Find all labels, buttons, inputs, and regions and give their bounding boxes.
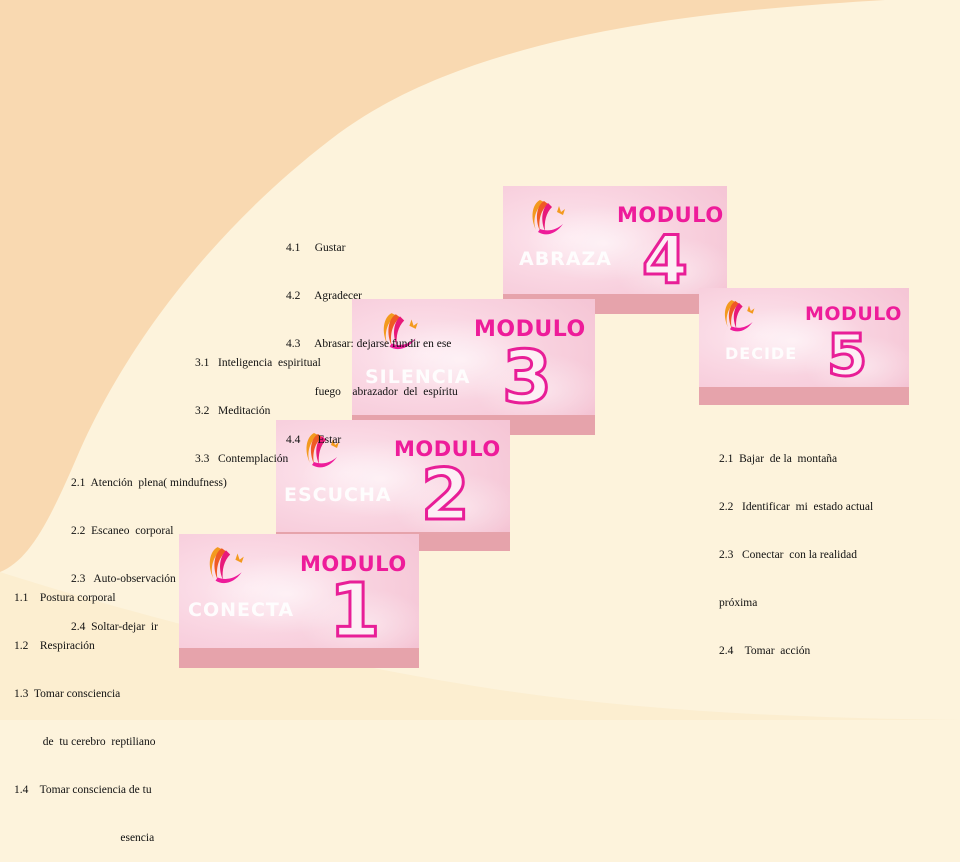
woman-flame-logo-icon bbox=[209, 547, 244, 584]
module-heading: MODULO bbox=[805, 303, 902, 325]
module-word: CONECTA bbox=[188, 599, 295, 621]
module-heading: MODULO bbox=[474, 317, 586, 342]
list-item: 1.3 Tomar consciencia bbox=[14, 688, 121, 700]
module-number: 3 bbox=[500, 335, 553, 419]
module-heading: MODULO bbox=[300, 552, 407, 576]
list-item: 3.2 Meditación bbox=[195, 405, 271, 417]
module-heading: MODULO bbox=[394, 437, 501, 461]
module-number: 5 bbox=[825, 321, 868, 389]
list-item: 3.1 Inteligencia espiritual bbox=[195, 357, 321, 369]
module-card-4[interactable]: MODULO ABRAZA 4 bbox=[503, 186, 727, 314]
woman-flame-logo-icon bbox=[383, 313, 418, 350]
module-1-items: 1.1 Postura corporal 1.2 Respiración 1.3… bbox=[14, 558, 155, 862]
module-word: DECIDE bbox=[725, 344, 798, 363]
module-number: 1 bbox=[328, 568, 382, 654]
list-item: 3.3 Contemplación bbox=[195, 453, 289, 465]
list-item: esencia bbox=[14, 832, 155, 844]
list-item: 4.1 Gustar bbox=[286, 242, 346, 254]
module-word: SILENCIA bbox=[365, 366, 471, 388]
module-5-items: 2.1 Bajar de la montaña 2.2 Identificar … bbox=[719, 419, 873, 675]
woman-flame-logo-icon bbox=[724, 300, 755, 332]
list-item: 4.4 Estar bbox=[286, 434, 342, 446]
list-item: 2.4 Tomar acción bbox=[719, 645, 811, 657]
woman-flame-logo-icon bbox=[306, 433, 339, 468]
module-number: 4 bbox=[641, 222, 690, 299]
list-item: 1.2 Respiración bbox=[14, 640, 95, 652]
module-number: 2 bbox=[420, 454, 472, 536]
module-heading: MODULO bbox=[617, 203, 724, 227]
list-item: 2.3 Auto-observación bbox=[71, 573, 176, 585]
module-card-5[interactable]: MODULO DECIDE 5 bbox=[699, 288, 909, 405]
list-item: 4.2 Agradecer bbox=[286, 290, 362, 302]
module-4-items: 4.1 Gustar 4.2 Agradecer 4.3 Abrasar: de… bbox=[286, 208, 458, 464]
list-item: 4.3 Abrasar: dejarse fundir en ese bbox=[286, 338, 452, 350]
list-item: 2.3 Conectar con la realidad bbox=[719, 549, 857, 561]
list-item: 1.4 Tomar consciencia de tu bbox=[14, 784, 152, 796]
list-item: 1.1 Postura corporal bbox=[14, 592, 116, 604]
list-item: fuego abrazador del espíritu bbox=[286, 386, 458, 398]
module-word: ABRAZA bbox=[519, 248, 613, 270]
module-card-1[interactable]: MODULO CONECTA 1 bbox=[179, 534, 419, 668]
module-3-items: 3.1 Inteligencia espiritual 3.2 Meditaci… bbox=[195, 323, 321, 483]
list-item: de tu cerebro reptiliano bbox=[14, 736, 156, 748]
module-2-items: 2.1 Atención plena( mindufness) 2.2 Esca… bbox=[71, 443, 227, 651]
module-card-3[interactable]: MODULO SILENCIA 3 bbox=[352, 299, 595, 435]
list-item: 2.2 Identificar mi estado actual bbox=[719, 501, 874, 513]
list-item: 2.2 Escaneo corporal bbox=[71, 525, 174, 537]
list-item: próxima bbox=[719, 597, 758, 609]
list-item: 2.1 Atención plena( mindufness) bbox=[71, 477, 227, 489]
woman-flame-logo-icon bbox=[532, 200, 565, 235]
list-item: 2.4 Soltar-dejar ir bbox=[71, 621, 158, 633]
module-word: ESCUCHA bbox=[284, 484, 392, 506]
list-item: 2.1 Bajar de la montaña bbox=[719, 453, 838, 465]
module-card-2[interactable]: MODULO ESCUCHA 2 bbox=[276, 420, 510, 551]
